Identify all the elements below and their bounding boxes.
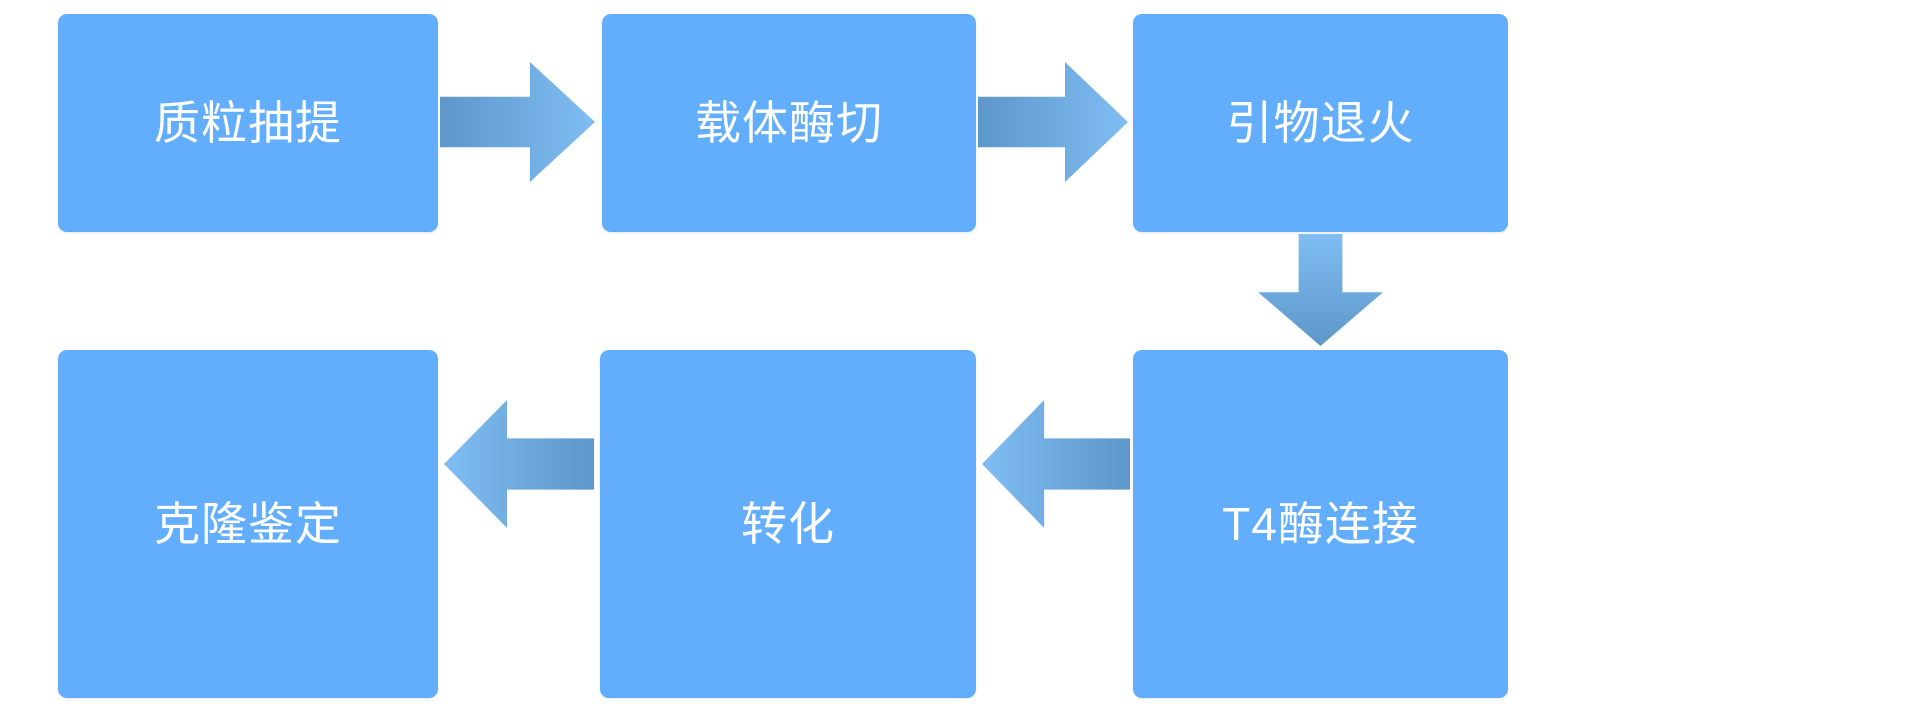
- flow-node-label: 引物退火: [1226, 96, 1415, 149]
- flow-node-label: 载体酶切: [695, 96, 883, 149]
- flow-arrow-right: [440, 62, 595, 182]
- flow-node-label: 转化: [741, 497, 835, 550]
- flow-node-label: 质粒抽提: [154, 96, 342, 149]
- arrow-shape: [440, 62, 595, 182]
- arrow-shape: [978, 62, 1128, 182]
- arrow-shape: [982, 400, 1130, 528]
- flow-node-n5[interactable]: 转化: [600, 350, 976, 698]
- arrow-shape: [444, 400, 594, 528]
- flow-arrow-left: [444, 400, 594, 528]
- flow-node-n1[interactable]: 质粒抽提: [58, 14, 438, 232]
- flow-node-label: 克隆鉴定: [154, 497, 342, 550]
- flow-node-n2[interactable]: 载体酶切: [602, 14, 976, 232]
- flow-node-n4[interactable]: T4酶连接: [1133, 350, 1508, 698]
- flow-arrow-left: [982, 400, 1130, 528]
- flow-arrow-right: [978, 62, 1128, 182]
- arrow-shape: [1258, 234, 1383, 346]
- flow-node-n6[interactable]: 克隆鉴定: [58, 350, 438, 698]
- flow-node-n3[interactable]: 引物退火: [1133, 14, 1508, 232]
- flow-arrow-down: [1258, 234, 1383, 346]
- flow-node-label: T4酶连接: [1222, 497, 1419, 550]
